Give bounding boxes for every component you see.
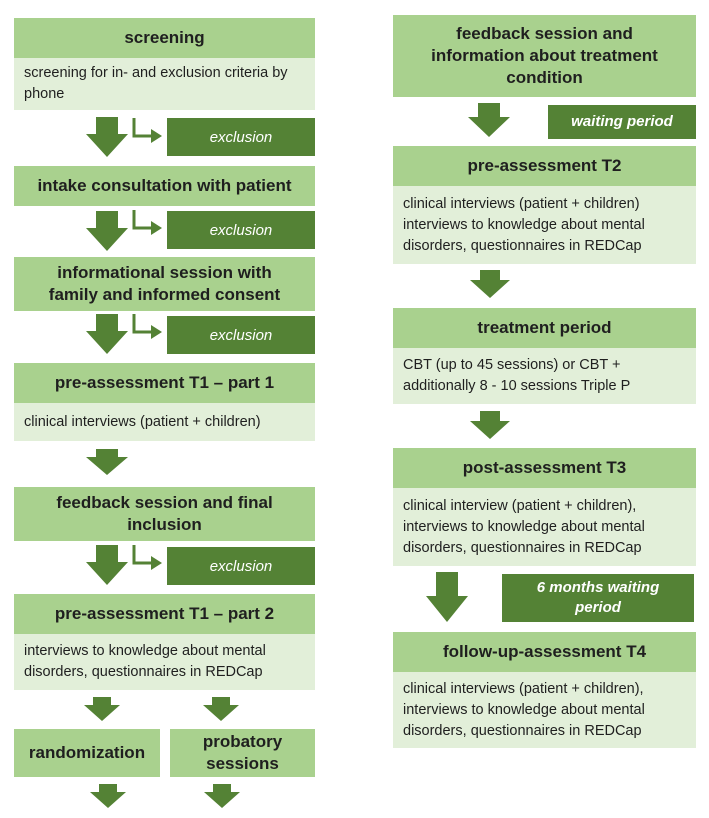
screening-text: screening for in- and exclusion criteria… bbox=[24, 65, 288, 102]
six-months-waiting-box: 6 months waiting period bbox=[502, 574, 694, 622]
screening-title: screening bbox=[124, 28, 205, 47]
feedback-info-title: feedback session and information about t… bbox=[431, 24, 658, 87]
down-arrow-icon bbox=[470, 411, 510, 439]
down-arrow-icon bbox=[86, 449, 128, 475]
t2-header: pre-assessment T2 bbox=[393, 146, 696, 186]
intake-header: intake consultation with patient bbox=[14, 166, 315, 206]
t3-header: post-assessment T3 bbox=[393, 448, 696, 488]
t2-body: clinical interviews (patient + children)… bbox=[393, 186, 696, 264]
exclusion-label: exclusion bbox=[209, 557, 273, 575]
randomization-box: randomization bbox=[14, 729, 160, 777]
t4-header: follow-up-assessment T4 bbox=[393, 632, 696, 672]
t1-part2-title: pre-assessment T1 – part 2 bbox=[54, 604, 275, 623]
waiting-period-label: waiting period bbox=[571, 113, 673, 130]
down-arrow-icon bbox=[86, 314, 128, 354]
exclusion-box-1: exclusion bbox=[167, 118, 315, 156]
feedback-final-header: feedback session and final inclusion bbox=[14, 487, 315, 541]
down-arrow-icon bbox=[86, 211, 128, 251]
down-arrow-icon bbox=[204, 784, 240, 808]
treatment-text: CBT (up to 45 sessions) or CBT + additio… bbox=[403, 357, 631, 394]
t2-title: pre-assessment T2 bbox=[467, 156, 622, 175]
bent-arrow-icon bbox=[131, 210, 165, 241]
treatment-title: treatment period bbox=[477, 318, 612, 337]
treatment-body: CBT (up to 45 sessions) or CBT + additio… bbox=[393, 348, 696, 404]
bent-arrow-icon bbox=[131, 314, 165, 345]
info-session-header: informational session with family and in… bbox=[14, 257, 315, 311]
info-session-title: informational session with family and in… bbox=[48, 263, 281, 304]
t1-part2-header: pre-assessment T1 – part 2 bbox=[14, 594, 315, 634]
t1-part1-body: clinical interviews (patient + children) bbox=[14, 403, 315, 441]
exclusion-box-4: exclusion bbox=[167, 547, 315, 585]
down-arrow-icon bbox=[84, 697, 120, 721]
t4-title: follow-up-assessment T4 bbox=[442, 642, 647, 661]
t1-part2-text: interviews to knowledge about mental dis… bbox=[24, 643, 266, 680]
t1-part1-title: pre-assessment T1 – part 1 bbox=[54, 373, 275, 392]
randomization-label: randomization bbox=[28, 743, 146, 762]
bent-arrow-icon bbox=[131, 545, 165, 576]
t3-title: post-assessment T3 bbox=[462, 458, 627, 477]
exclusion-box-2: exclusion bbox=[167, 211, 315, 249]
probatory-sessions-label: probatory sessions bbox=[202, 732, 283, 773]
exclusion-box-3: exclusion bbox=[167, 316, 315, 354]
exclusion-label: exclusion bbox=[209, 128, 273, 146]
exclusion-label: exclusion bbox=[209, 326, 273, 344]
t4-body: clinical interviews (patient + children)… bbox=[393, 672, 696, 748]
waiting-period-box: waiting period bbox=[548, 105, 696, 139]
treatment-header: treatment period bbox=[393, 308, 696, 348]
screening-body: screening for in- and exclusion criteria… bbox=[14, 58, 315, 110]
t4-text: clinical interviews (patient + children)… bbox=[403, 680, 645, 739]
six-months-waiting-label: 6 months waiting period bbox=[536, 579, 660, 616]
intake-title: intake consultation with patient bbox=[37, 176, 292, 195]
bent-arrow-icon bbox=[131, 118, 165, 149]
down-arrow-icon bbox=[470, 270, 510, 298]
t3-body: clinical interview (patient + children),… bbox=[393, 488, 696, 566]
down-arrow-icon bbox=[468, 103, 510, 137]
down-arrow-icon bbox=[426, 572, 468, 622]
t1-part1-text: clinical interviews (patient + children) bbox=[24, 413, 261, 430]
down-arrow-icon bbox=[203, 697, 239, 721]
down-arrow-icon bbox=[86, 117, 128, 157]
feedback-final-title: feedback session and final inclusion bbox=[56, 493, 273, 534]
feedback-info-header: feedback session and information about t… bbox=[393, 15, 696, 97]
screening-header: screening bbox=[14, 18, 315, 58]
t2-text: clinical interviews (patient + children)… bbox=[403, 195, 645, 254]
down-arrow-icon bbox=[90, 784, 126, 808]
down-arrow-icon bbox=[86, 545, 128, 585]
t1-part2-body: interviews to knowledge about mental dis… bbox=[14, 634, 315, 690]
t1-part1-header: pre-assessment T1 – part 1 bbox=[14, 363, 315, 403]
exclusion-label: exclusion bbox=[209, 221, 273, 239]
probatory-sessions-box: probatory sessions bbox=[170, 729, 315, 777]
t3-text: clinical interview (patient + children),… bbox=[403, 497, 645, 556]
